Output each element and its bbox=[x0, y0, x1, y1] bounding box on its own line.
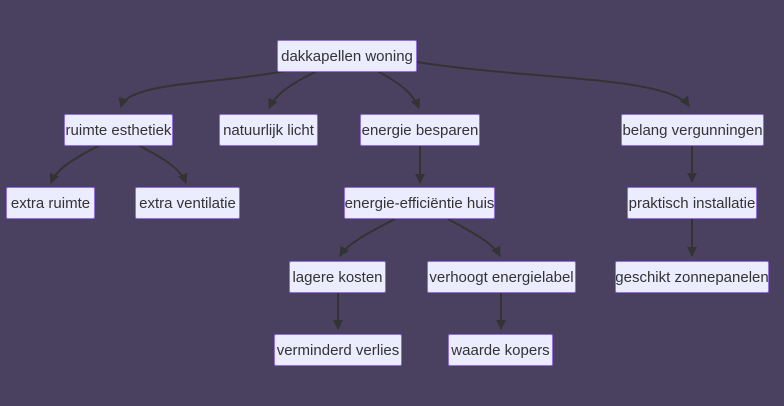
edge-dakkapellen-woning-to-natuurlijk-licht bbox=[268, 70, 318, 109]
node-ruimte-esthetiek: ruimte esthetiek bbox=[64, 114, 173, 146]
node-verminderd-verlies: verminderd verlies bbox=[274, 334, 402, 366]
node-waarde-kopers: waarde kopers bbox=[448, 334, 553, 366]
edge-ruimte-esthetiek-to-extra-ruimte bbox=[49, 144, 101, 184]
node-natuurlijk-licht: natuurlijk licht bbox=[219, 114, 318, 146]
node-energie-efficientie-huis: energie-efficiëntie huis bbox=[344, 187, 495, 219]
edge-energie-efficientie-huis-to-verhoogt-energielabel bbox=[447, 218, 501, 257]
edge-dakkapellen-woning-to-energie-besparen bbox=[376, 70, 420, 109]
node-extra-ventilatie: extra ventilatie bbox=[135, 187, 240, 219]
node-extra-ruimte: extra ruimte bbox=[6, 187, 95, 219]
node-praktisch-installatie: praktisch installatie bbox=[627, 187, 757, 219]
node-energie-besparen: energie besparen bbox=[360, 114, 480, 146]
edge-dakkapellen-woning-to-ruimte-esthetiek bbox=[118, 70, 286, 108]
edge-energie-efficientie-huis-to-lagere-kosten bbox=[339, 218, 396, 257]
node-lagere-kosten: lagere kosten bbox=[289, 261, 386, 293]
node-geschikt-zonnepanelen: geschikt zonnepanelen bbox=[615, 261, 769, 293]
edge-dakkapellen-woning-to-belang-vergunningen bbox=[416, 61, 690, 107]
node-dakkapellen-woning: dakkapellen woning bbox=[277, 40, 417, 72]
edge-ruimte-esthetiek-to-extra-ventilatie bbox=[137, 144, 188, 184]
node-verhoogt-energielabel: verhoogt energielabel bbox=[427, 261, 576, 293]
node-belang-vergunningen: belang vergunningen bbox=[621, 114, 764, 146]
